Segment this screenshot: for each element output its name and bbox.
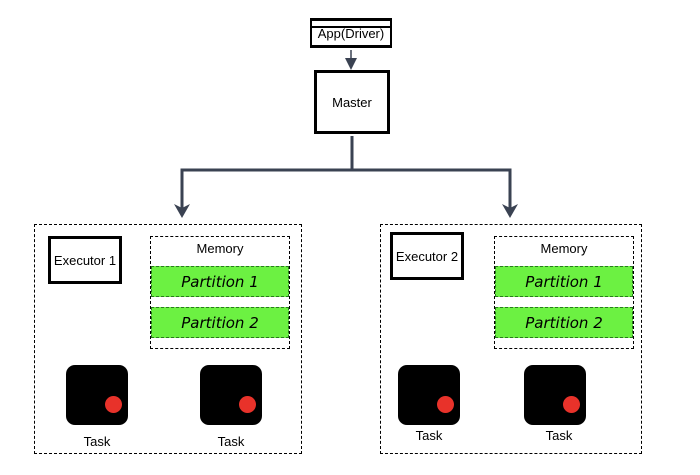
worker-node-2 (380, 224, 642, 454)
partition-1-2: Partition 2 (151, 307, 289, 338)
task-indicator-1-1 (105, 396, 122, 413)
task-label-2-1: Task (415, 428, 443, 443)
driver-box: App(Driver) (310, 18, 392, 48)
partition-2-2: Partition 2 (495, 307, 633, 338)
master-box: Master (314, 70, 390, 134)
memory-label-1: Memory (196, 241, 244, 256)
executor-label-1: Executor 1 (53, 252, 117, 268)
task-label-2-2: Task (545, 428, 573, 443)
driver-label: App(Driver) (317, 25, 385, 41)
arrowhead-worker-1 (174, 204, 190, 218)
task-block-1-2 (200, 365, 262, 425)
memory-box-1: Memory Partition 1 Partition 2 (150, 236, 290, 349)
task-block-2-1 (398, 365, 460, 425)
partition-2-1: Partition 1 (495, 266, 633, 297)
memory-label-2: Memory (540, 241, 588, 256)
worker-node-1 (34, 224, 302, 454)
executor-label-2: Executor 2 (395, 248, 459, 264)
task-label-1-1: Task (83, 434, 111, 449)
task-indicator-2-1 (437, 396, 454, 413)
partition-1-1: Partition 1 (151, 266, 289, 297)
master-label: Master (332, 94, 372, 110)
executor-box-1: Executor 1 (48, 236, 122, 284)
arrowhead-worker-2 (502, 204, 518, 218)
task-block-2-2 (524, 365, 586, 425)
task-indicator-1-2 (239, 396, 256, 413)
task-label-1-2: Task (217, 434, 245, 449)
master-to-workers-connector (180, 136, 512, 208)
task-indicator-2-2 (563, 396, 580, 413)
task-block-1-1 (66, 365, 128, 425)
executor-box-2: Executor 2 (390, 232, 464, 280)
memory-box-2: Memory Partition 1 Partition 2 (494, 236, 634, 349)
